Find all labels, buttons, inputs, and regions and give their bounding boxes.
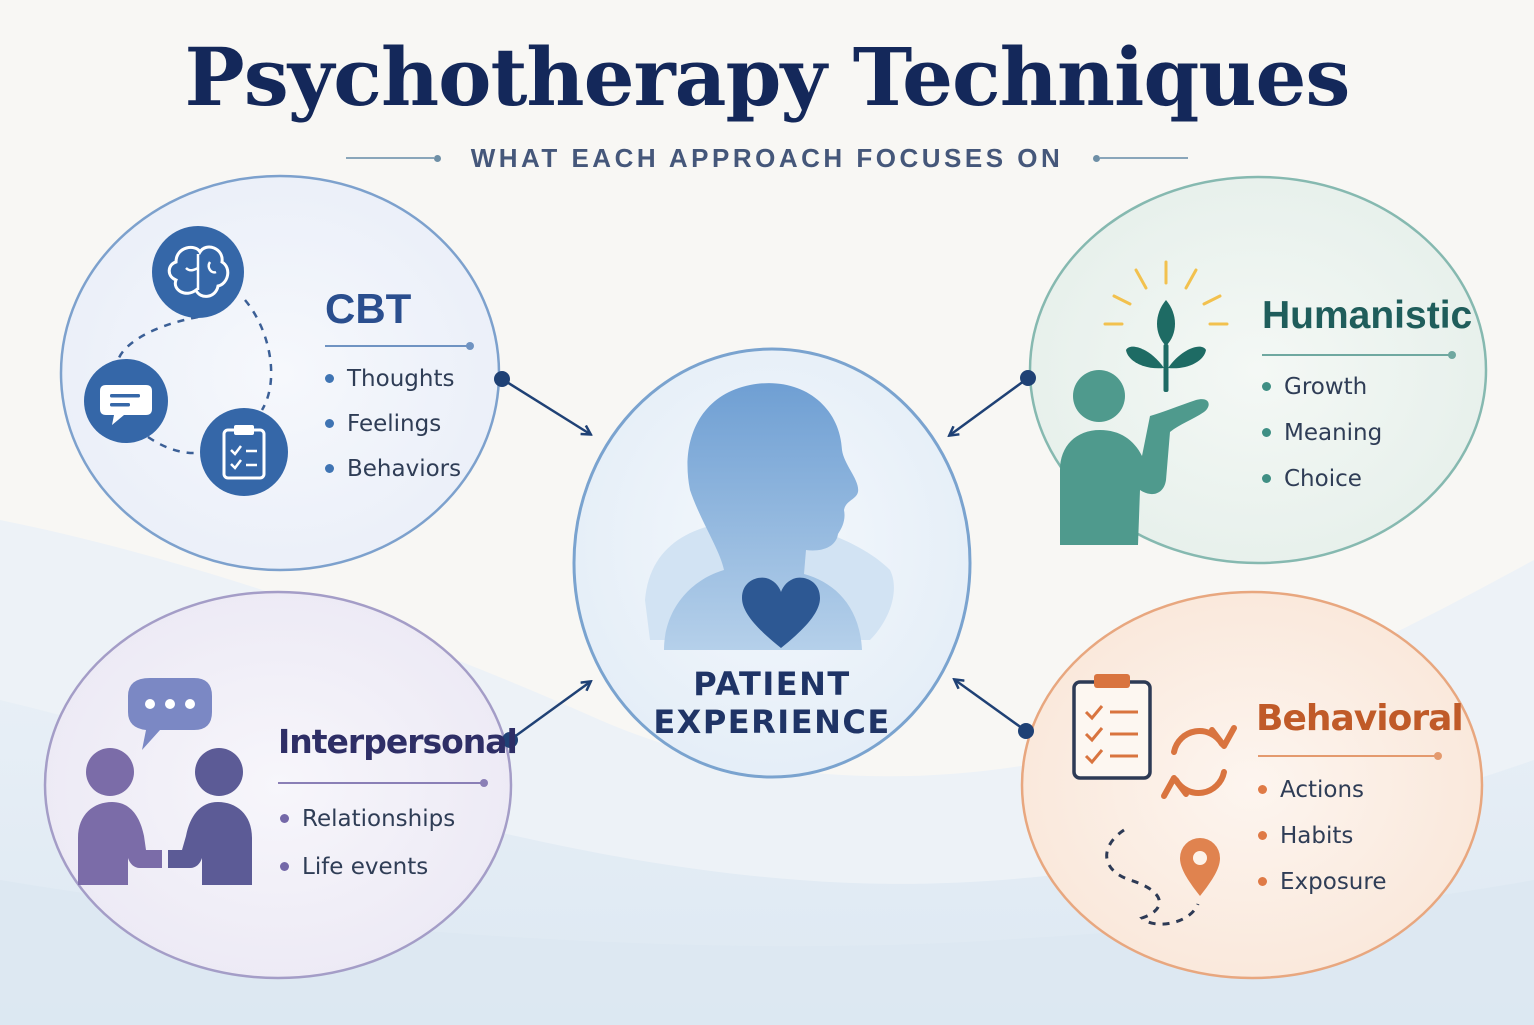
interpersonal-heading-rule	[278, 779, 488, 787]
location-pin-icon	[1180, 838, 1220, 896]
list-item: Relationships	[280, 806, 455, 832]
sunrays-icon	[1103, 260, 1229, 326]
behavioral-heading: Behavioral	[1256, 698, 1464, 739]
humanistic-heading-rule	[1262, 351, 1456, 359]
behavioral-circle	[1020, 590, 1484, 980]
list-item: Thoughts	[325, 366, 461, 392]
behavioral-focus-list: Actions Habits Exposure	[1258, 777, 1386, 915]
list-item: Habits	[1258, 823, 1386, 849]
speech-bubble-icon	[84, 359, 168, 443]
center-label-line2: EXPERIENCE	[653, 703, 891, 741]
page-title: Psychotherapy Techniques	[184, 30, 1351, 124]
cbt-heading: CBT	[325, 285, 412, 332]
list-item: Exposure	[1258, 869, 1386, 895]
list-item: Behaviors	[325, 456, 461, 482]
chat-bubble-icon	[128, 678, 212, 750]
list-item: Feelings	[325, 411, 461, 437]
connector-cbt	[494, 371, 590, 434]
two-people-talking-icon	[78, 748, 252, 885]
cycle-arrows-icon	[1161, 725, 1237, 799]
subtitle-right-rule	[1093, 154, 1189, 162]
humanistic-heading: Humanistic	[1262, 294, 1473, 337]
cbt-heading-rule	[325, 342, 474, 350]
interpersonal-focus-list: Relationships Life events	[280, 806, 455, 902]
brain-icon	[152, 226, 244, 318]
subtitle-row: WHAT EACH APPROACH FOCUSES ON	[0, 138, 1534, 178]
cbt-focus-list: Thoughts Feelings Behaviors	[325, 366, 461, 501]
humanistic-focus-list: Growth Meaning Choice	[1262, 374, 1382, 512]
center-label-line1: PATIENT	[693, 665, 851, 703]
list-item: Choice	[1262, 466, 1382, 492]
list-item: Growth	[1262, 374, 1382, 400]
connector-humanistic	[950, 370, 1036, 435]
behavioral-heading-rule	[1258, 752, 1442, 760]
checklist-icon	[1072, 674, 1152, 780]
subtitle-left-rule	[345, 154, 441, 162]
connector-interpersonal	[502, 682, 590, 748]
list-item: Actions	[1258, 777, 1386, 803]
clipboard-icon	[200, 408, 288, 496]
heart-icon	[742, 577, 820, 648]
sprout-icon	[1126, 300, 1206, 392]
person-with-plant-icon	[1060, 370, 1209, 545]
path-icon	[1105, 828, 1200, 926]
connector-behavioral	[955, 680, 1034, 739]
page-subtitle: WHAT EACH APPROACH FOCUSES ON	[470, 142, 1064, 173]
list-item: Life events	[280, 854, 455, 880]
list-item: Meaning	[1262, 420, 1382, 446]
interpersonal-heading: Interpersonal	[278, 722, 518, 761]
